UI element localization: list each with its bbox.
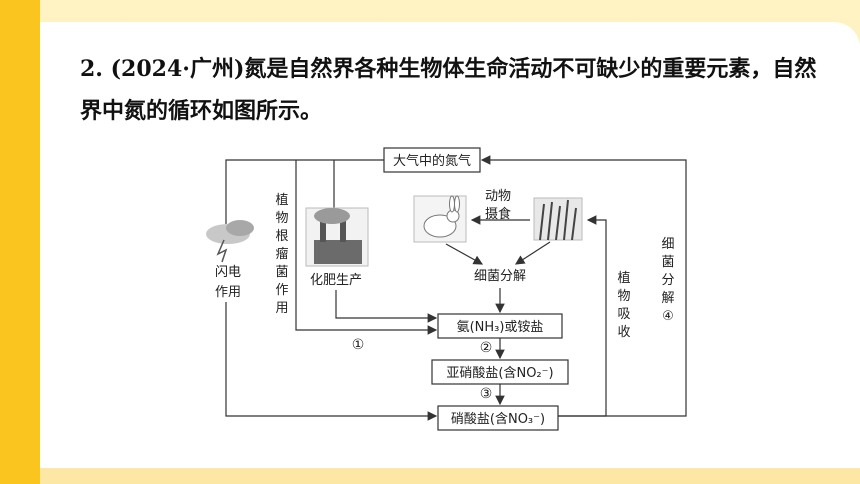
animal-to-bacteria (445, 243, 484, 265)
nitrogen-cycle-diagram: 大气中的氮气 闪电作用 植物根瘤菌作用 化肥生产 动物摄食 (206, 147, 687, 431)
question-text: 2. (2024·广州)氮是自然界各种生物体生命活动不可缺少的重要元素，自然界中… (80, 48, 820, 132)
content-card (40, 22, 860, 468)
lightning-cloud-icon (206, 220, 254, 263)
root-nodule-label: 植物根瘤菌作用 (275, 193, 288, 316)
lightning-label: 闪电作用 (215, 265, 241, 300)
root-nodule-path (295, 160, 438, 335)
factory-icon (305, 207, 369, 267)
fertilizer-to-ammonia (335, 290, 438, 323)
step3-label: ③ (480, 386, 493, 402)
question-body: 氮是自然界各种生物体生命活动不可缺少的重要元素，自然界中氮的循环如图所示。 (80, 56, 817, 124)
atmosphere-box (383, 147, 481, 173)
question-number: 2. (80, 56, 103, 82)
denitrify-path (480, 155, 687, 417)
accent-bar (0, 0, 40, 484)
plant-to-bacteria (514, 241, 551, 265)
nitrite-label: 亚硝酸盐(含NO₂⁻) (446, 365, 553, 381)
step2-label: ② (480, 340, 493, 356)
lightning-path (225, 159, 384, 224)
atmosphere-label: 大气中的氮气 (393, 153, 471, 169)
bottom-strip (40, 468, 860, 484)
lightning-to-nitrate (225, 302, 438, 421)
nitrite-box (431, 359, 569, 385)
nitrate-box (437, 405, 559, 431)
grass-icon (533, 197, 583, 241)
plant-absorb-path (558, 215, 607, 417)
bacteria-decompose-label: 细菌分解 (474, 269, 526, 284)
rabbit-icon (413, 195, 467, 243)
animal-eat-label: 动物摄食 (485, 189, 511, 222)
question-source: (2024·广州) (110, 56, 245, 82)
plant-absorb-label: 植物吸收 (617, 271, 630, 340)
step1-label: ① (352, 337, 365, 353)
fertilizer-label: 化肥生产 (310, 273, 362, 288)
ammonia-label: 氨(NH₃)或铵盐 (457, 320, 544, 335)
nitrate-label: 硝酸盐(含NO₃⁻) (451, 411, 545, 427)
